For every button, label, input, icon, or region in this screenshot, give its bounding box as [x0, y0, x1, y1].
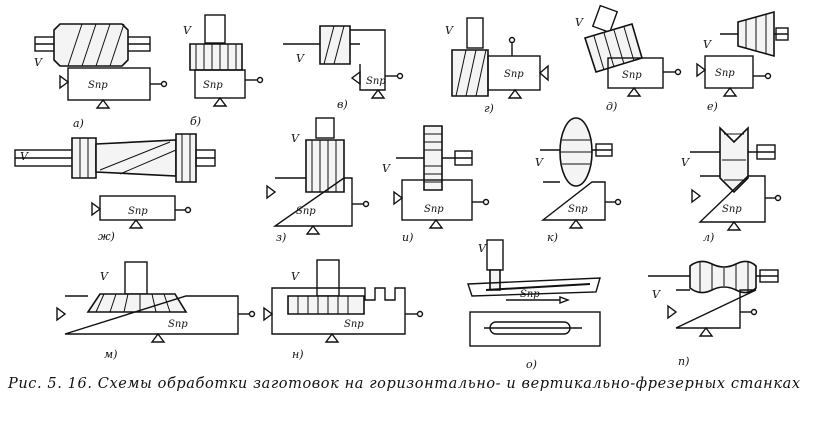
panel-label-d: д): [606, 100, 617, 113]
feed-label-k: Sпр: [568, 204, 588, 215]
speed-label-e: V: [703, 38, 712, 51]
feed-label-o: Sпр: [520, 289, 540, 300]
feed-label-n: Sпр: [344, 319, 364, 330]
feed-label-a: Sпр: [88, 80, 108, 91]
panel-a-scheme: V Sпр a): [34, 23, 168, 130]
feed-label-b: Sпр: [203, 80, 223, 91]
panel-label-g: г): [484, 102, 494, 115]
panel-label-b: б): [190, 115, 201, 128]
feed-label-v: Sпр: [366, 76, 386, 87]
panel-i-scheme: V Sпр и): [382, 125, 490, 244]
panel-label-v: в): [337, 98, 348, 111]
speed-label-l: V: [681, 156, 690, 169]
panel-label-i: и): [402, 231, 413, 244]
panel-b-scheme: V Sпр б): [183, 14, 264, 128]
panel-label-a: a): [73, 117, 84, 130]
feed-label-z: Sпр: [296, 206, 316, 217]
panel-n-scheme: V Sпр н): [263, 259, 424, 361]
machining-schemes-figure: V Sпр a) V Sпр б) V Sпр в): [14, 4, 789, 370]
speed-label-m: V: [100, 270, 109, 283]
speed-label-o: V: [478, 242, 487, 255]
speed-label-z: V: [291, 132, 300, 145]
panel-m-scheme: V Sпр м): [56, 261, 256, 361]
feed-label-l: Sпр: [722, 204, 742, 215]
panel-d-scheme: V Sпр д): [575, 4, 682, 113]
speed-label-i: V: [382, 162, 391, 175]
figure-caption: Рис. 5. 16. Схемы обработки заготовок на…: [8, 376, 801, 392]
panel-o-scheme: V Sпр о): [467, 239, 601, 370]
speed-label-p: V: [652, 288, 661, 301]
panel-label-z: з): [276, 231, 286, 244]
speed-label-v: V: [296, 52, 305, 65]
speed-label-b: V: [183, 24, 192, 37]
panel-z-scheme: V Sпр з): [266, 117, 370, 244]
feed-label-e: Sпр: [715, 68, 735, 79]
panel-label-e: е): [707, 100, 718, 113]
speed-label-d: V: [575, 16, 584, 29]
panel-label-k: к): [547, 231, 558, 244]
feed-label-m: Sпр: [168, 319, 188, 330]
panel-label-n: н): [292, 348, 304, 361]
panel-l-scheme: V Sпр л): [681, 126, 782, 244]
speed-label-n: V: [291, 270, 300, 283]
panel-label-l: л): [703, 231, 714, 244]
panel-zh-scheme: V Sпр ж): [14, 133, 216, 243]
speed-label-zh: V: [20, 150, 29, 163]
panel-e-scheme: V Sпр е): [696, 10, 789, 113]
panel-label-o: о): [526, 358, 537, 370]
feed-label-i: Sпр: [424, 204, 444, 215]
panel-k-scheme: V Sпр к): [535, 117, 622, 244]
feed-label-zh: Sпр: [128, 206, 148, 217]
feed-label-d: Sпр: [622, 70, 642, 81]
panel-label-zh: ж): [98, 230, 115, 243]
panel-label-m: м): [104, 348, 117, 361]
panel-label-p: п): [678, 355, 689, 368]
speed-label-g: V: [445, 24, 454, 37]
speed-label-k: V: [535, 156, 544, 169]
panel-v-scheme: V Sпр в): [283, 25, 404, 111]
panel-g-scheme: V Sпр г): [445, 17, 549, 115]
panel-p-scheme: V п): [648, 260, 779, 368]
feed-label-g: Sпр: [504, 69, 524, 80]
speed-label-a: V: [34, 56, 43, 69]
